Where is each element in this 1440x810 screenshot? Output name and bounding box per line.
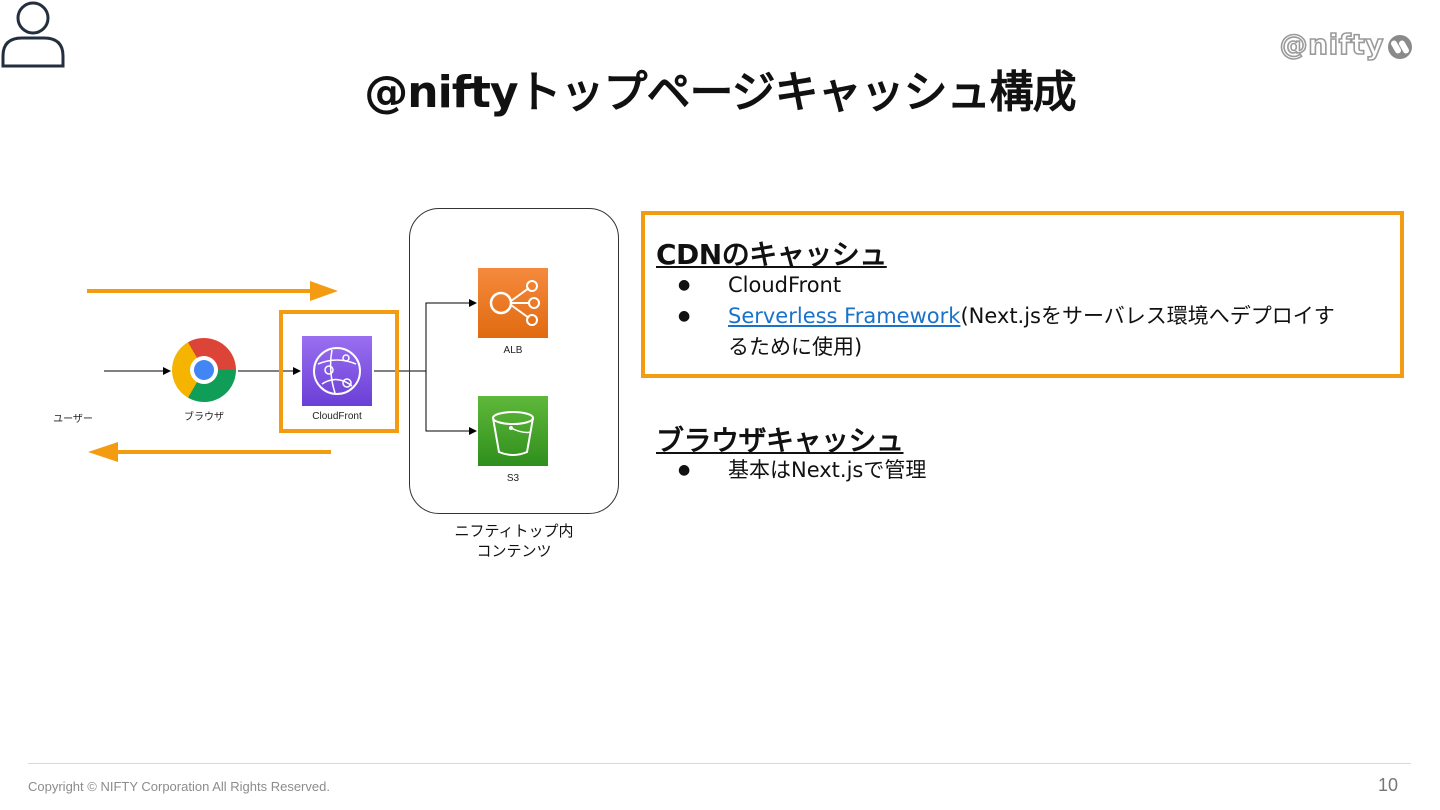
alb-label: ALB [503, 345, 523, 356]
group-label-line1: ニフティトップ内 [454, 522, 574, 540]
cloudfront-to-alb-connector [374, 299, 477, 372]
browser-cache-list: 基本はNext.jsで管理 [656, 455, 1396, 486]
browser-cache-item-text: 基本はNext.jsで管理 [728, 458, 927, 482]
list-item: Serverless Framework(Next.jsをサーバレス環境へデプロ… [656, 301, 1396, 363]
logo-text: @nifty [1279, 27, 1384, 62]
response-flow-arrow [88, 442, 331, 462]
s3-bucket-icon [478, 396, 548, 466]
cloudfront-highlight-box [279, 310, 399, 433]
cloudfront-icon [302, 336, 372, 406]
logo-mark-icon [1388, 34, 1412, 59]
serverless-item-text-cont: るために使用) [728, 335, 863, 359]
browser-label: ブラウザ [184, 412, 224, 423]
cdn-highlight-box [641, 211, 1404, 378]
cloudfront-item-text: CloudFront [728, 273, 842, 297]
page-title: @niftyトップページキャッシュ構成 [364, 67, 1076, 118]
serverless-framework-link[interactable]: Serverless Framework [728, 304, 961, 328]
nifty-logo: @nifty [1279, 27, 1412, 62]
s3-label: S3 [506, 473, 520, 484]
footer-divider [28, 763, 1411, 764]
copyright-text: Copyright © NIFTY Corporation All Rights… [28, 779, 330, 794]
cdn-list: CloudFront Serverless Framework(Next.jsを… [656, 270, 1396, 363]
cloudfront-to-s3-connector [425, 371, 477, 435]
cdn-heading: CDNのキャッシュ [656, 238, 887, 271]
user-label: ユーザー [53, 414, 93, 425]
serverless-item-text: (Next.jsをサーバレス環境へデプロイす [960, 304, 1335, 328]
group-label: ニフティトップ内 コンテンツ [414, 521, 614, 561]
group-label-line2: コンテンツ [476, 542, 552, 560]
alb-icon [478, 268, 548, 338]
cloudfront-label: CloudFront [312, 411, 362, 422]
page-number: 10 [1377, 775, 1398, 795]
nifty-top-content-group [409, 208, 619, 514]
list-item: CloudFront [656, 270, 1396, 301]
browser-cache-heading: ブラウザキャッシュ [656, 424, 904, 457]
request-flow-arrow [87, 281, 338, 301]
list-item: 基本はNext.jsで管理 [656, 455, 1396, 486]
user-icon [1, 1, 65, 68]
